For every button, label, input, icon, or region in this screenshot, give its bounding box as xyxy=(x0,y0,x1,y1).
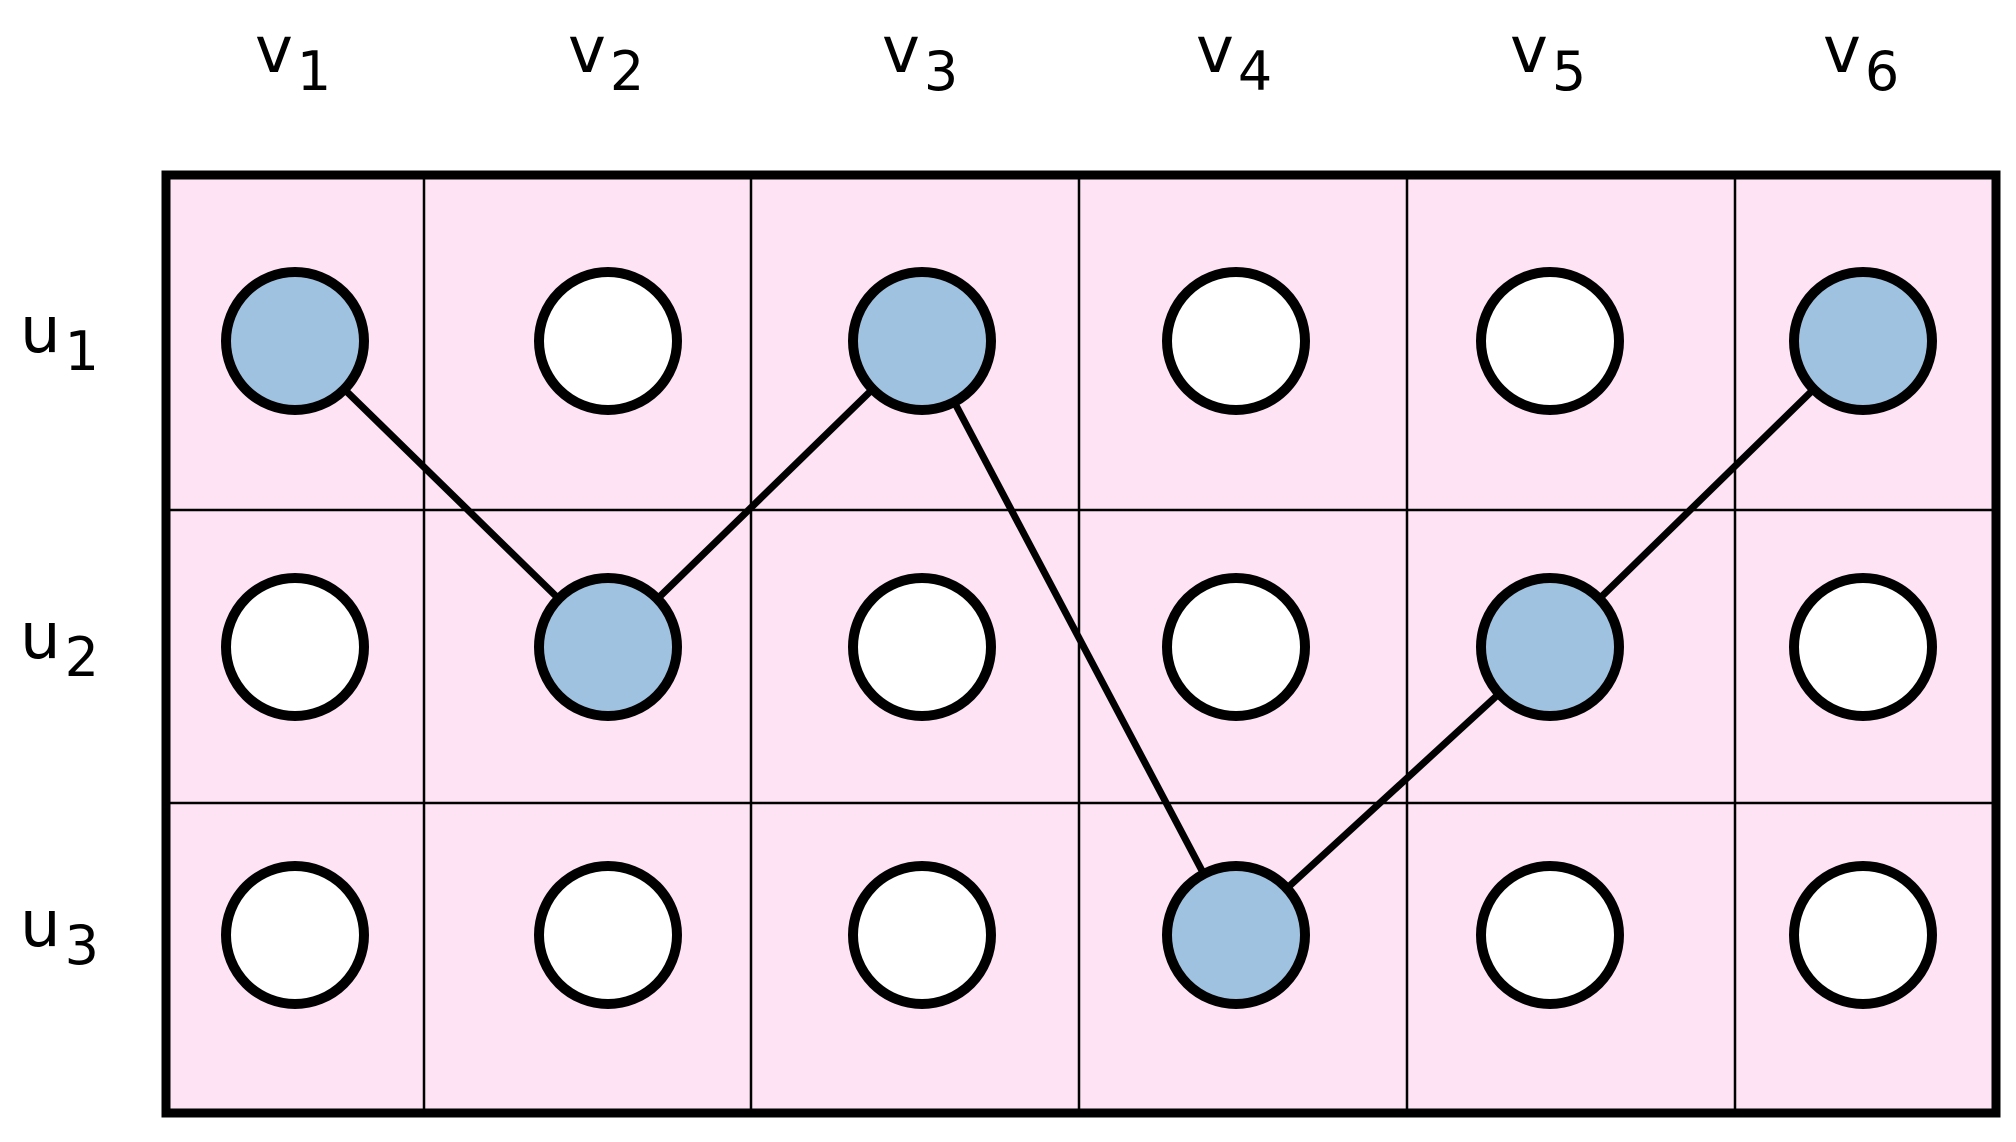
row-label-u1: u1 xyxy=(20,294,99,383)
empty-node xyxy=(848,573,996,721)
selected-node xyxy=(221,267,369,415)
column-label-letter: v xyxy=(1510,14,1548,88)
column-label-index: 1 xyxy=(297,40,331,103)
empty-node xyxy=(221,861,369,1009)
empty-node xyxy=(1162,573,1310,721)
row-label-index: 2 xyxy=(65,626,99,689)
column-label-index: 3 xyxy=(924,40,958,103)
nodes xyxy=(221,267,1937,1009)
selected-node xyxy=(1476,573,1624,721)
column-label-v1: v1 xyxy=(255,14,331,103)
row-label-index: 1 xyxy=(65,320,99,383)
column-label-index: 2 xyxy=(610,40,644,103)
column-label-letter: v xyxy=(1823,14,1861,88)
column-label-index: 5 xyxy=(1552,40,1586,103)
column-label-letter: v xyxy=(1196,14,1234,88)
row-label-u3: u3 xyxy=(20,888,99,977)
column-label-v4: v4 xyxy=(1196,14,1272,103)
row-label-index: 3 xyxy=(65,914,99,977)
selected-node xyxy=(534,573,682,721)
path-edge xyxy=(918,339,1240,937)
column-label-letter: v xyxy=(882,14,920,88)
column-label-v5: v5 xyxy=(1510,14,1586,103)
empty-node xyxy=(1789,573,1937,721)
empty-node xyxy=(534,267,682,415)
column-label-index: 4 xyxy=(1238,40,1272,103)
row-label-u2: u2 xyxy=(20,600,99,689)
row-label-letter: u xyxy=(20,600,61,674)
column-label-v6: v6 xyxy=(1823,14,1899,103)
row-label-letter: u xyxy=(20,294,61,368)
selected-node xyxy=(1789,267,1937,415)
selected-node xyxy=(1162,861,1310,1009)
selected-node xyxy=(848,267,996,415)
empty-node xyxy=(1789,861,1937,1009)
column-label-v3: v3 xyxy=(882,14,958,103)
column-label-letter: v xyxy=(568,14,606,88)
empty-node xyxy=(1476,267,1624,415)
empty-node xyxy=(534,861,682,1009)
empty-node xyxy=(848,861,996,1009)
column-label-letter: v xyxy=(255,14,293,88)
grid-border xyxy=(161,170,2001,1118)
column-label-index: 6 xyxy=(1865,40,1899,103)
empty-node xyxy=(1162,267,1310,415)
row-label-letter: u xyxy=(20,888,61,962)
column-label-v2: v2 xyxy=(568,14,644,103)
empty-node xyxy=(221,573,369,721)
empty-node xyxy=(1476,861,1624,1009)
